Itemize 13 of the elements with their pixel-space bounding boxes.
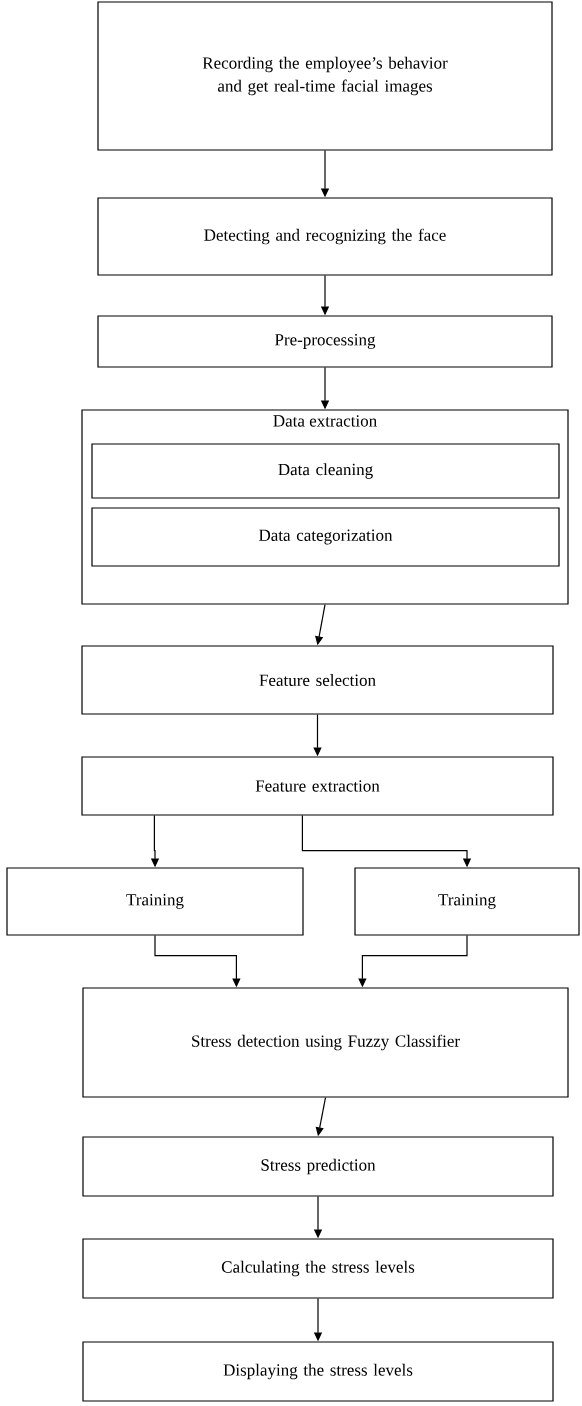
process-box: Training (354, 867, 580, 936)
process-box: Training (6, 867, 304, 936)
process-box: Stress prediction (82, 1136, 554, 1197)
process-box: Data categorization (91, 507, 560, 567)
process-box: Feature extraction (81, 756, 554, 816)
process-box: Pre-processing (97, 315, 553, 368)
process-box: Calculating the stress levels (82, 1238, 554, 1299)
process-box: Displaying the stress levels (82, 1341, 554, 1402)
process-box: Recording the employee’s behavior and get real-time facial images (97, 1, 553, 151)
process-box: Detecting and recognizing the face (97, 197, 553, 276)
process-box: Data cleaning (91, 443, 560, 499)
process-box: Feature selection (81, 645, 554, 715)
process-box: Stress detection using Fuzzy Classifier (82, 987, 569, 1098)
